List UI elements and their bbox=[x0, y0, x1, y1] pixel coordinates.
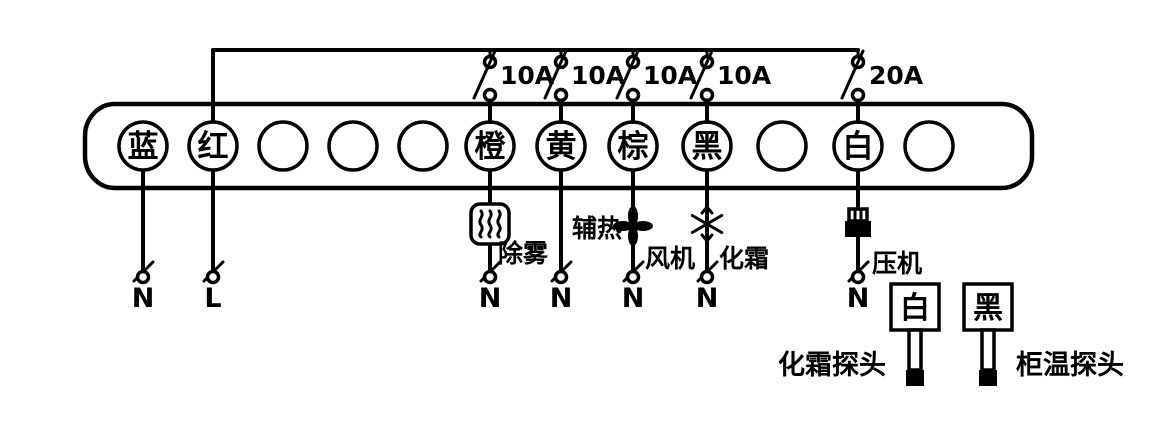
cabinet-probe: 黑 柜温探头 bbox=[962, 282, 1124, 386]
terminal-brown-label: 棕 bbox=[618, 129, 649, 165]
wire-label-orange: N bbox=[479, 283, 502, 314]
terminal-orange-label: 橙 bbox=[475, 129, 507, 165]
terminal-white-label: 白 bbox=[843, 129, 874, 165]
snowflake-icon bbox=[690, 205, 724, 243]
terminal-black: 黑 bbox=[681, 120, 733, 172]
defrost-probe-terminal: 白 bbox=[900, 291, 930, 326]
cabinet-probe-label: 柜温探头 bbox=[1016, 350, 1124, 381]
terminal-yellow-label: 黄 bbox=[546, 129, 577, 165]
terminal-black-label: 黑 bbox=[692, 129, 723, 165]
fuse-rating-5: 20A bbox=[869, 61, 924, 90]
wire-label-brown: N bbox=[622, 283, 645, 314]
terminal-empty-3 bbox=[397, 120, 449, 172]
terminal-empty-2 bbox=[327, 120, 379, 172]
terminal-blue: 蓝 bbox=[117, 120, 169, 172]
load-label-aux-heat: 辅热 bbox=[572, 214, 622, 243]
compressor-icon bbox=[845, 207, 871, 237]
defrost-probe: 白 化霜探头 bbox=[778, 282, 941, 386]
terminal-white: 白 bbox=[832, 120, 884, 172]
defrost-probe-label: 化霜探头 bbox=[778, 350, 886, 381]
wire-label-black: N bbox=[696, 283, 719, 314]
fuse-rating-1: 10A bbox=[500, 61, 555, 90]
defrost-probe-stem bbox=[907, 328, 923, 372]
load-label-defrost: 化霜 bbox=[719, 244, 769, 273]
load-label-defog: 除雾 bbox=[498, 239, 549, 268]
wire-label-white: N bbox=[847, 283, 870, 314]
fan-icon bbox=[613, 206, 653, 246]
terminal-red: 红 bbox=[187, 120, 239, 172]
load-label-fan: 风机 bbox=[645, 244, 695, 273]
cabinet-probe-stem bbox=[980, 328, 996, 372]
terminal-empty-1 bbox=[257, 120, 309, 172]
terminal-empty-5 bbox=[903, 120, 955, 172]
load-label-compressor: 压机 bbox=[872, 249, 922, 278]
terminal-red-label: 红 bbox=[198, 129, 229, 165]
wire-label-red: L bbox=[204, 283, 221, 314]
cabinet-probe-tip bbox=[979, 370, 997, 386]
wire-label-yellow: N bbox=[550, 283, 573, 314]
fuse-rating-2: 10A bbox=[571, 61, 626, 90]
terminal-orange: 橙 bbox=[464, 120, 516, 172]
terminal-yellow: 黄 bbox=[535, 120, 587, 172]
fuse-rating-3: 10A bbox=[643, 61, 698, 90]
fuse-rating-4: 10A bbox=[717, 61, 772, 90]
cabinet-probe-terminal: 黑 bbox=[973, 291, 1003, 326]
defrost-probe-tip bbox=[906, 370, 924, 386]
wire-label-blue: N bbox=[132, 283, 155, 314]
terminal-brown: 棕 bbox=[607, 120, 659, 172]
terminal-blue-label: 蓝 bbox=[128, 129, 159, 165]
terminal-empty-4 bbox=[756, 120, 808, 172]
steam-heater-icon bbox=[469, 202, 511, 246]
